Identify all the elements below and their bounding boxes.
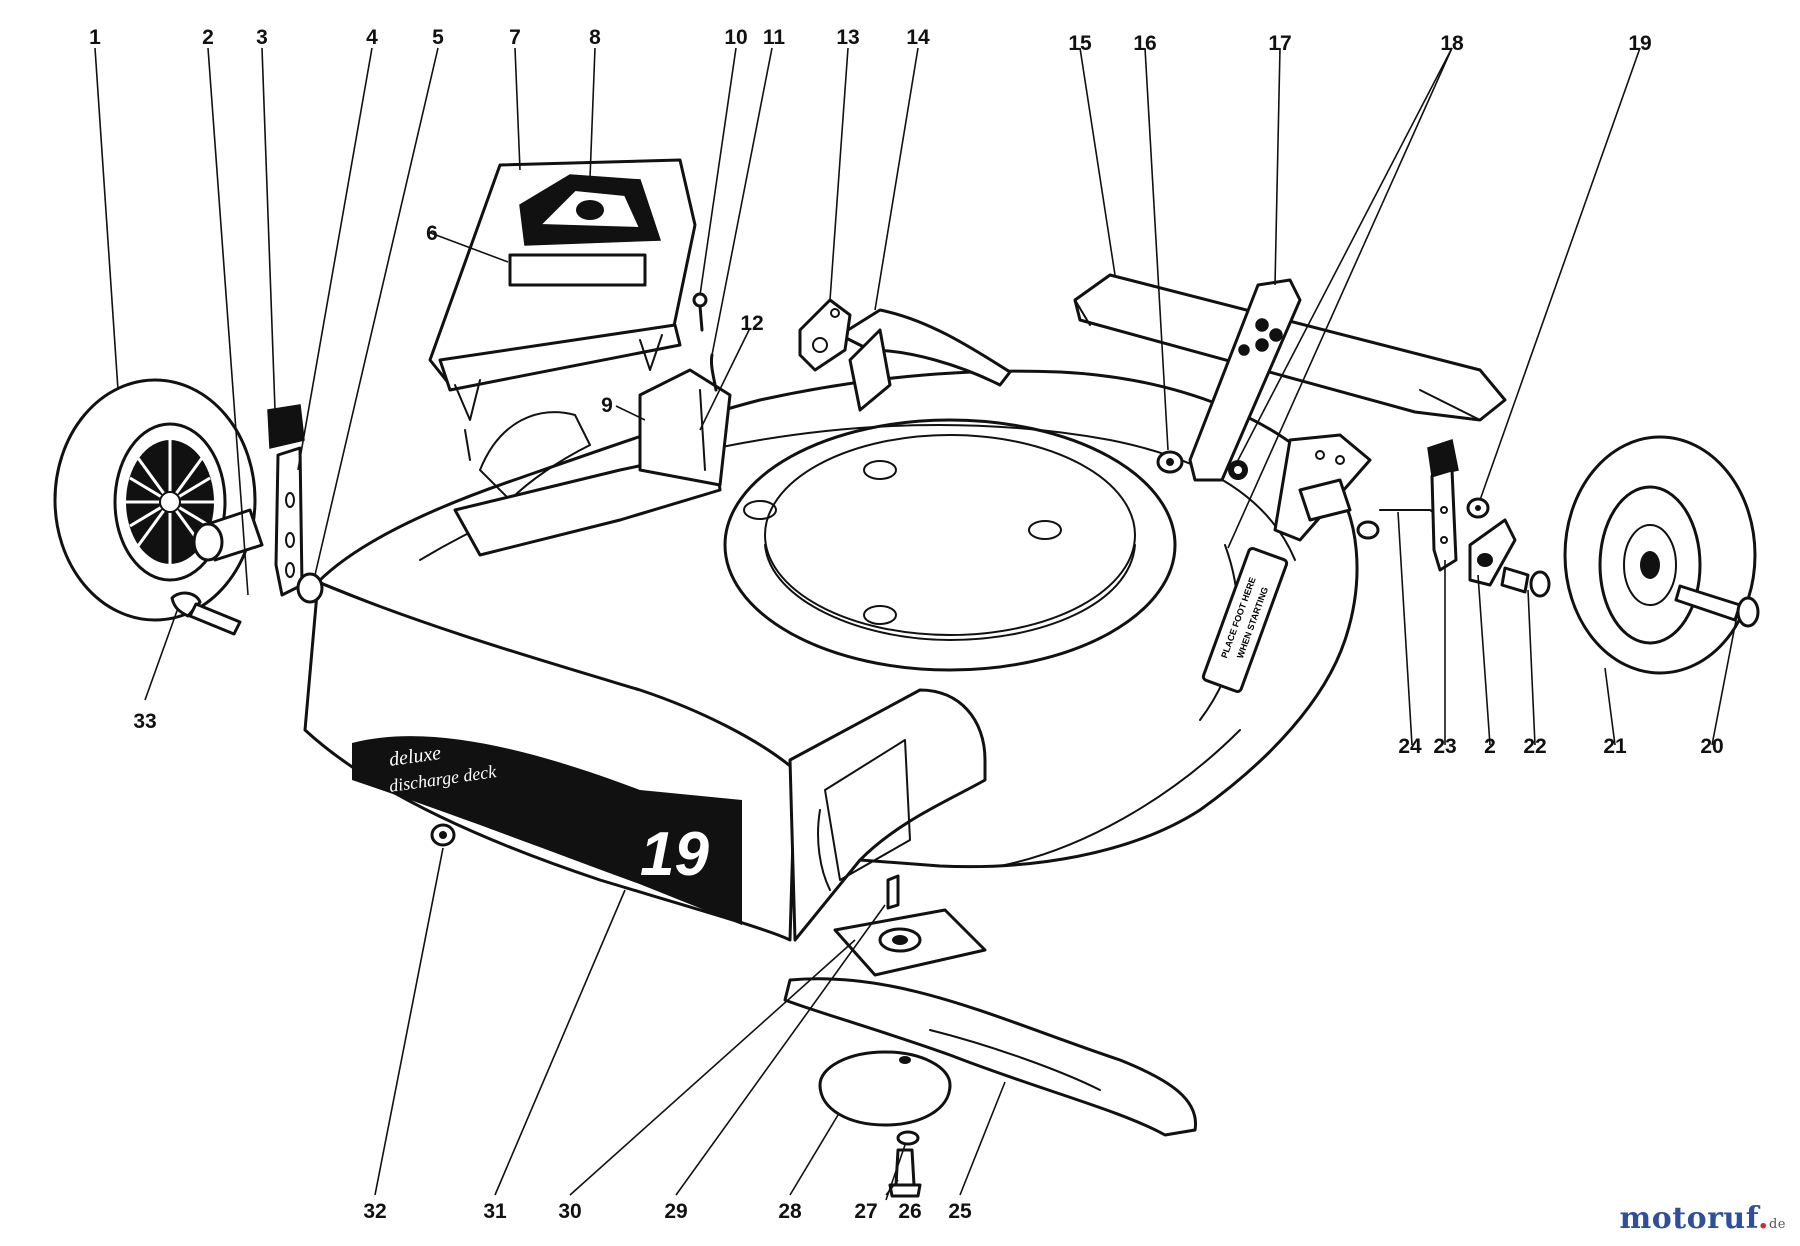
- door-label-plate: [508, 253, 647, 287]
- blade-washer-27: [896, 1130, 920, 1146]
- rear-right-wheel: [1563, 435, 1757, 675]
- callout-25: 25: [948, 1200, 972, 1223]
- callout-10: 10: [724, 26, 747, 49]
- callout-20: 20: [1700, 735, 1723, 758]
- leader-lines: [94, 47, 1739, 1201]
- nut-19: [1466, 497, 1490, 519]
- watermark-tld: de: [1768, 1217, 1786, 1232]
- deck-decal: deluxe discharge deck 19: [352, 736, 742, 925]
- callout-8: 8: [589, 26, 601, 49]
- callout-33: 33: [133, 710, 156, 733]
- blade-adapter-29: [833, 874, 987, 977]
- callout-32: 32: [363, 1200, 386, 1223]
- callout-7: 7: [509, 26, 521, 49]
- rear-axle-arm: [1188, 278, 1302, 482]
- callout-12: 12: [740, 312, 763, 335]
- callout-23: 23: [1433, 735, 1456, 758]
- callout-15: 15: [1068, 32, 1092, 55]
- wheel-bolt-left: [170, 591, 242, 636]
- callout-14: 14: [906, 26, 930, 49]
- watermark-logo: motoruf.de: [1619, 1201, 1786, 1236]
- front-left-wheel: [53, 378, 257, 622]
- callout-4: 4: [366, 26, 378, 49]
- bolt-20: [1674, 584, 1760, 628]
- callout-29: 29: [664, 1200, 687, 1223]
- callout-26: 26: [898, 1200, 921, 1223]
- callout-1: 1: [89, 26, 101, 49]
- callout-18: 18: [1440, 32, 1464, 55]
- hinge-rod: [710, 353, 718, 392]
- wheel-adjuster-right: [1468, 518, 1517, 587]
- rear-door-assembly: [428, 158, 697, 461]
- callout-2: 2: [202, 26, 214, 49]
- callout-5: 5: [432, 26, 444, 49]
- watermark-brand: motoruf: [1619, 1201, 1759, 1236]
- callout-19: 19: [1628, 32, 1651, 55]
- watermark-dot: .: [1758, 1201, 1769, 1236]
- callout-21: 21: [1603, 735, 1627, 758]
- washer-left: [296, 572, 324, 604]
- callout-24: 24: [1398, 735, 1422, 758]
- callout-22: 22: [1523, 735, 1546, 758]
- callout-13: 13: [836, 26, 859, 49]
- rear-baffle: [1073, 273, 1507, 422]
- callout-30: 30: [558, 1200, 581, 1223]
- callout-16: 16: [1133, 32, 1156, 55]
- callout-3: 3: [256, 26, 268, 49]
- bracket-13: [798, 298, 852, 372]
- callout-27: 27: [854, 1200, 877, 1223]
- foot-decal: PLACE FOOT HERE WHEN STARTING: [1201, 547, 1289, 693]
- callout-11: 11: [763, 26, 786, 49]
- callout-labels: 1 2 3 4 5 6 7 8 9 10 11 12 13 14 15 16 1…: [89, 26, 1724, 1223]
- callout-31: 31: [483, 1200, 507, 1223]
- wheel-adjuster-left: [192, 508, 264, 562]
- rear-height-adjuster: [1273, 433, 1446, 542]
- mower-blade: [783, 977, 1198, 1137]
- callout-6: 6: [426, 222, 438, 245]
- bolt-22: [1500, 566, 1551, 598]
- door-screw: [692, 292, 708, 332]
- height-adjust-lever-right: [1427, 439, 1459, 572]
- callout-9: 9: [601, 394, 613, 417]
- callout-17: 17: [1268, 32, 1291, 55]
- blade-stiffener-28: [818, 1050, 952, 1127]
- height-adjust-lever-left: [267, 404, 305, 597]
- axle-nut-16: [1156, 450, 1184, 474]
- lever-knob-left: [267, 404, 305, 449]
- nut-32: [430, 823, 456, 847]
- deck-decal-size: 19: [640, 820, 709, 889]
- callout-28: 28: [778, 1200, 802, 1223]
- callout-2-right: 2: [1484, 735, 1496, 758]
